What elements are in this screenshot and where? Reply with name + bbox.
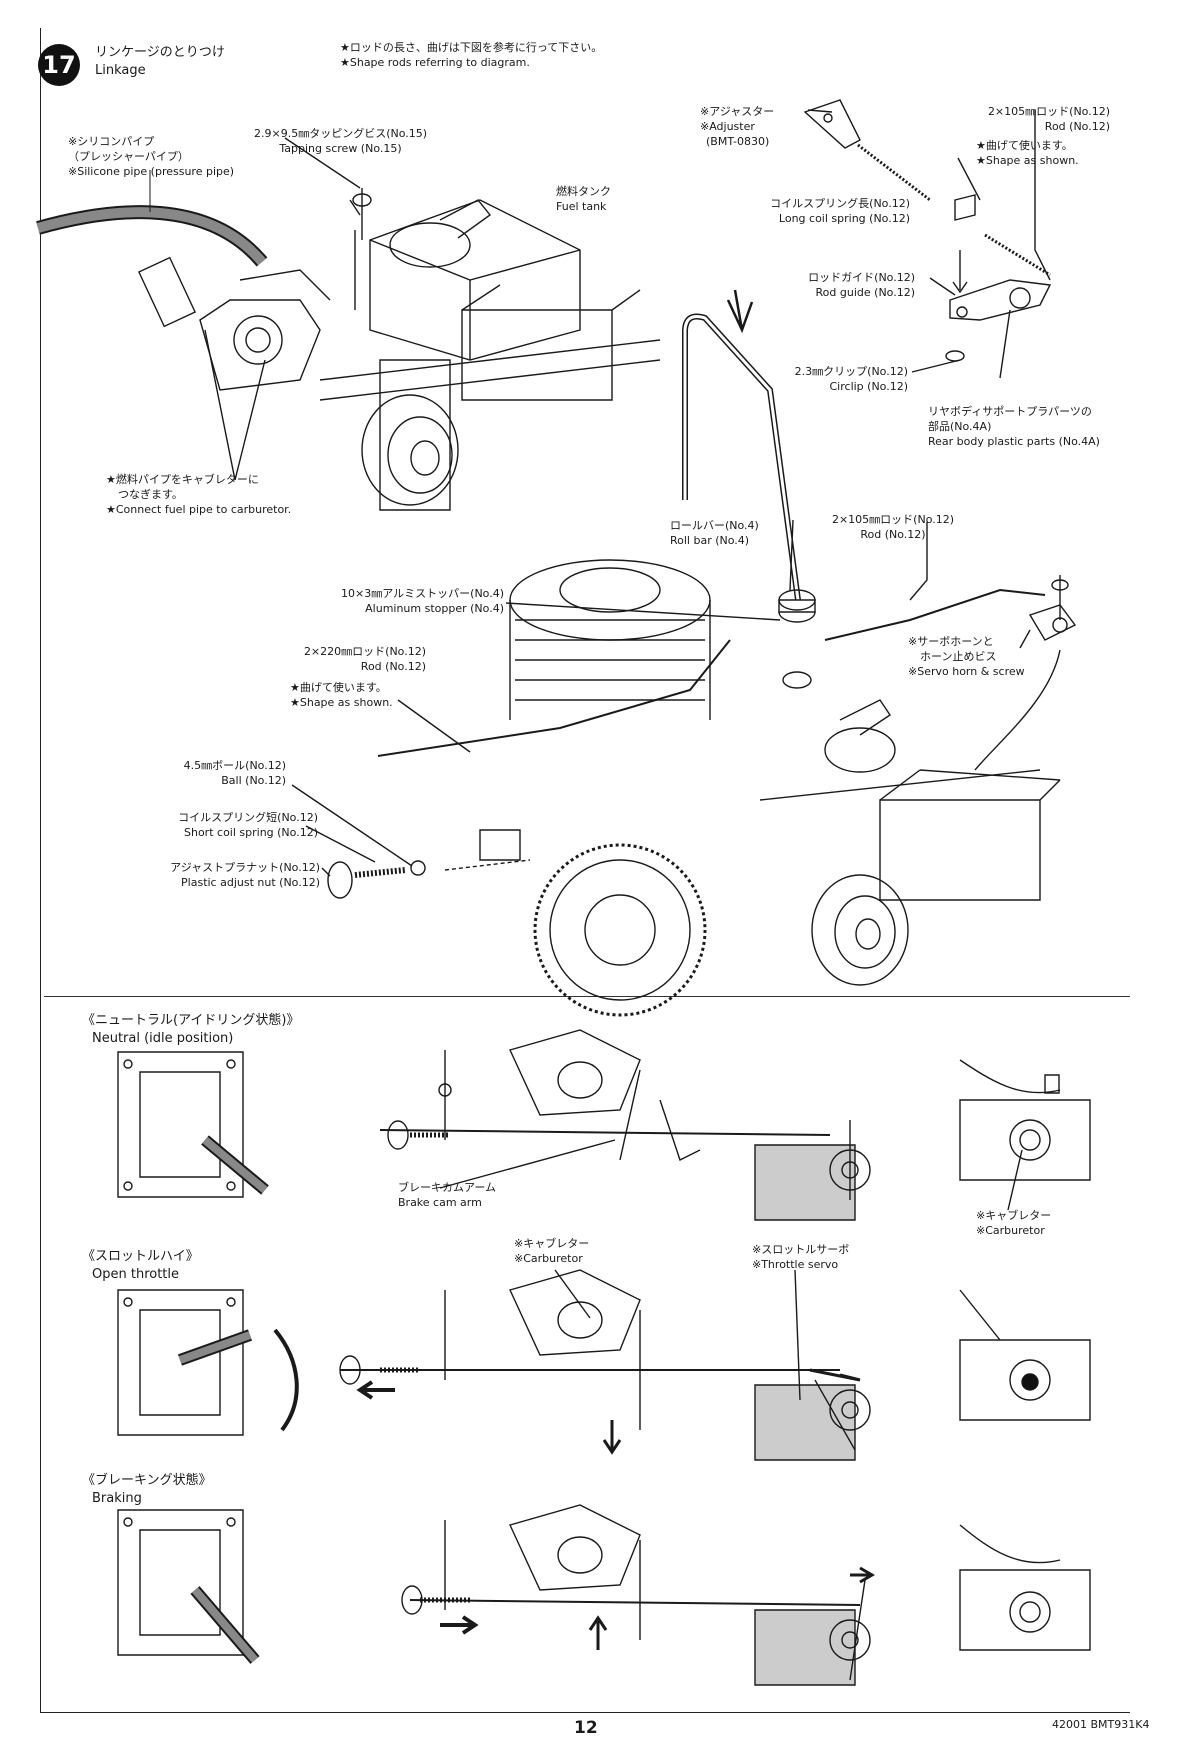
- state-open-title: 《スロットルハイ》 Open throttle: [82, 1249, 199, 1282]
- label-fuel-tank: 燃料タンク Fuel tank: [556, 185, 611, 213]
- servo-drawing: [880, 575, 1075, 900]
- fuel-tank-drawing: [370, 200, 640, 400]
- rod-instruction-en: ★Shape rods referring to diagram.: [340, 56, 530, 69]
- carburetor-drawing: [139, 258, 330, 390]
- page-number: 12: [574, 1718, 598, 1738]
- label-rod-guide: ロッドガイド(No.12) Rod guide (No.12): [808, 271, 915, 299]
- step-title-en: Linkage: [95, 63, 146, 78]
- neutral-servo-box: [118, 1052, 265, 1197]
- step-number-badge: 17: [38, 44, 80, 86]
- braking-servo-box: [118, 1510, 255, 1660]
- state-neutral-title: 《ニュートラル(アイドリング状態)》 Neutral (idle positio…: [82, 1013, 300, 1046]
- wheel-top-drawing: [362, 360, 458, 510]
- label-aluminum-stopper: 10×3㎜アルミストッパー(No.4) Aluminum stopper (No…: [341, 587, 504, 615]
- rod-instruction-ja: ★ロッドの長さ、曲げは下図を参考に行って下さい。: [340, 41, 603, 54]
- label-servo-horn: ※サーボホーンと ホーン止めビス ※Servo horn & screw: [908, 635, 1025, 678]
- label-carburetor-right: ※キャブレター ※Carburetor: [976, 1209, 1052, 1237]
- adjust-nut-parts-drawing: [328, 830, 530, 898]
- label-roll-bar: ロールバー(No.4) Roll bar (No.4): [670, 519, 759, 547]
- label-ball: 4.5㎜ボール(No.12) Ball (No.12): [183, 759, 286, 787]
- adjuster-drawing: [805, 100, 1050, 361]
- label-rear-body-parts: リヤボディサポートプラパーツの 部品(No.4A) Rear body plas…: [928, 405, 1100, 448]
- open-servo-box: [118, 1290, 297, 1435]
- rod-instruction: ★ロッドの長さ、曲げは下図を参考に行って下さい。 ★Shape rods ref…: [340, 40, 602, 70]
- state-braking-title: 《ブレーキング状態》 Braking: [82, 1473, 212, 1506]
- label-carburetor-mid: ※キャブレター ※Carburetor: [514, 1237, 590, 1265]
- label-rod-105-top: 2×105㎜ロッド(No.12) Rod (No.12): [987, 105, 1110, 133]
- label-rod-220-note: ★曲げて使います。 ★Shape as shown.: [290, 681, 393, 709]
- label-short-coil-spring: コイルスプリング短(No.12) Short coil spring (No.1…: [178, 811, 318, 839]
- roll-bar-drawing: [685, 290, 798, 600]
- label-tapping-screw: 2.9×9.5㎜タッピングビス(No.15) Tapping screw (No…: [254, 127, 428, 155]
- label-rod-220: 2×220㎜ロッド(No.12) Rod (No.12): [303, 645, 426, 673]
- page-frame-left: [40, 28, 41, 1713]
- label-silicone-pipe: ※シリコンパイプ （プレッシャーパイプ） ※Silicone pipe (pre…: [68, 135, 235, 178]
- label-connect-fuel-pipe: ★燃料パイプをキャブレターに つなぎます。 ★Connect fuel pipe…: [106, 473, 292, 516]
- gear-drawing: [535, 845, 908, 1015]
- braking-linkage: [402, 1505, 1090, 1685]
- step-title-ja: リンケージのとりつけ: [95, 45, 225, 60]
- label-brake-cam-arm: ブレーキカムアーム Brake cam arm: [398, 1181, 497, 1209]
- label-rod-105-top-note: ★曲げて使います。 ★Shape as shown.: [976, 139, 1079, 167]
- section-divider: [44, 996, 1130, 997]
- step-title: リンケージのとりつけ Linkage: [95, 44, 225, 80]
- document-code: 42001 BMT931K4: [1052, 1718, 1150, 1731]
- label-long-coil-spring: コイルスプリング長(No.12) Long coil spring (No.12…: [770, 197, 910, 225]
- label-rod-105-mid: 2×105㎜ロッド(No.12) Rod (No.12): [831, 513, 955, 541]
- engine-drawing: [510, 560, 710, 720]
- label-throttle-servo: ※スロットルサーボ ※Throttle servo: [752, 1243, 850, 1271]
- neutral-linkage: [380, 1030, 1090, 1220]
- label-adjuster: ※アジャスター ※Adjuster (BMT-0830): [700, 105, 775, 148]
- label-circlip: 2.3㎜クリップ(No.12) Circlip (No.12): [794, 365, 908, 393]
- open-linkage: [340, 1270, 1090, 1460]
- page-frame-bottom: [40, 1712, 1130, 1713]
- label-adjust-nut: アジャストプラナット(No.12) Plastic adjust nut (No…: [170, 861, 320, 889]
